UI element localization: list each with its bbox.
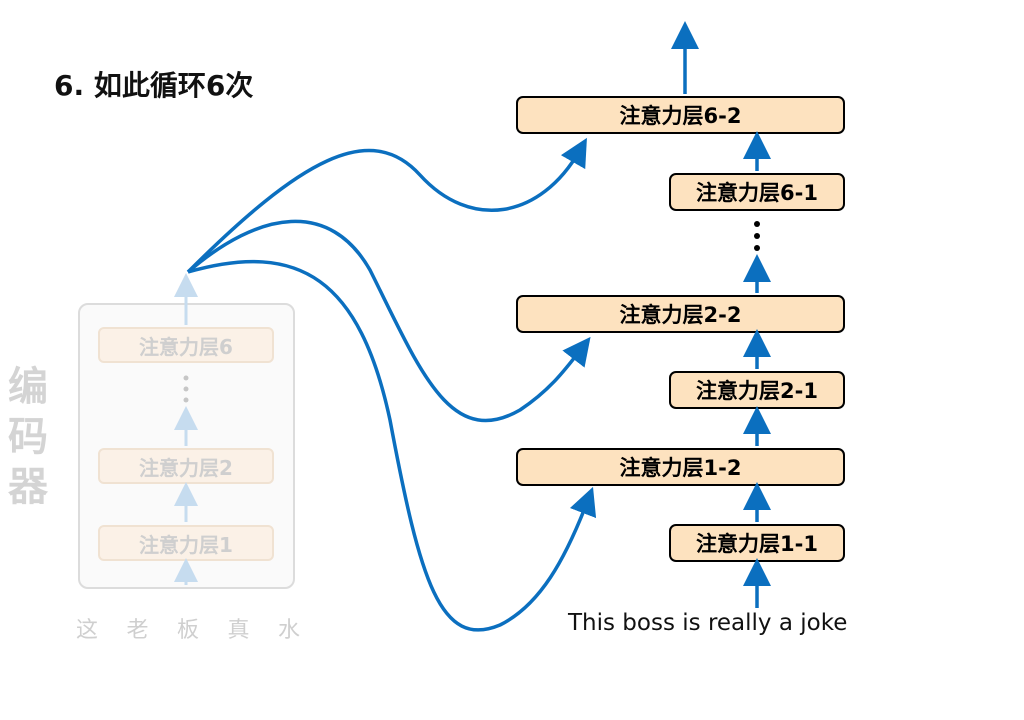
- decoder-arrows: [671, 21, 771, 608]
- curve-to-1-2: [187, 259, 597, 632]
- decoder-layer-6-1: 注意力层6-1: [669, 173, 845, 211]
- encoder-token-3: 板: [176, 618, 199, 643]
- encoder-label-text: 编码器: [8, 364, 48, 510]
- page-title: 6. 如此循环6次: [54, 69, 254, 102]
- encoder-layer-2: 注意力层2: [98, 448, 274, 484]
- encoder-token-1: 这: [76, 618, 99, 643]
- decoder-input-text: This boss is really a joke: [568, 610, 848, 636]
- decoder-dots: [754, 221, 760, 251]
- encoder-token-4: 真: [227, 618, 250, 643]
- curve-to-2-2: [186, 219, 591, 423]
- encoder-dots: [183, 375, 189, 403]
- encoder-label: 编码器: [6, 362, 50, 512]
- encoder-token-2: 老: [126, 618, 149, 643]
- decoder-layer-6-2: 注意力层6-2: [516, 96, 845, 134]
- encoder-input-tokens: 这 老 板 真 水: [76, 612, 300, 644]
- decoder-layer-1-2: 注意力层1-2: [516, 448, 845, 486]
- cross-attention-curves: [186, 137, 597, 632]
- encoder-layer-6: 注意力层6: [98, 327, 274, 363]
- curve-to-6-2: [186, 137, 587, 274]
- decoder-layer-2-2: 注意力层2-2: [516, 295, 845, 333]
- encoder-token-5: 水: [277, 618, 300, 643]
- decoder-layer-1-1: 注意力层1-1: [669, 524, 845, 562]
